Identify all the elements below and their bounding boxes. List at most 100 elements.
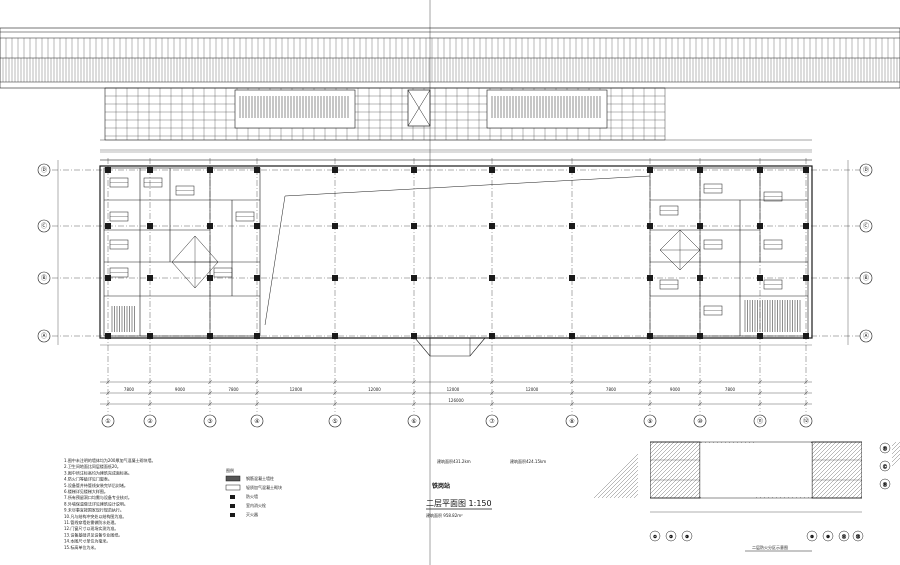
inset-column-bubble-label: ① (653, 534, 657, 539)
inset-column-bubble (665, 530, 677, 542)
inset-column-bubble-label: ⑨ (810, 534, 814, 539)
inset-column-bubble (822, 530, 834, 542)
dimension-label: 12000 (526, 387, 539, 392)
legend-item-label: 钢筋混凝土墙柱 (246, 475, 274, 481)
dimension-tick (569, 401, 575, 407)
inset-hatch-line (605, 441, 663, 499)
dimension-tick (489, 390, 495, 396)
inset-hatch-line (645, 441, 703, 499)
note-line: 13.设备基础详见设备专业图纸。 (64, 531, 122, 537)
column-bubble (643, 414, 657, 428)
dimension-tick (489, 401, 495, 407)
row-bubble-label: Ⓓ (863, 166, 869, 174)
dimension-label: 9000 (175, 387, 186, 392)
right-rooms-block (649, 167, 809, 337)
column (147, 167, 153, 173)
row-bubble (37, 271, 51, 285)
dimension-label: 9000 (670, 387, 681, 392)
dimension-tick (207, 401, 213, 407)
inset-column-bubble-label: ⑪ (842, 533, 846, 539)
legend-item-label: 防火墙 (246, 493, 258, 499)
column (332, 223, 338, 229)
legend-swatch (230, 504, 235, 508)
dimension-tick (207, 379, 213, 385)
column (803, 223, 809, 229)
dimension-tick (332, 390, 338, 396)
column-bubble-label: ⑨ (647, 418, 652, 425)
legend-item-label: 室内消火栓 (246, 502, 266, 508)
column (569, 167, 575, 173)
row-bubble (37, 163, 51, 177)
row-bubble (859, 271, 873, 285)
column (757, 275, 763, 281)
note-line: 10.凡与结构冲突处以结构图为准。 (64, 513, 126, 519)
column (411, 275, 417, 281)
column (411, 167, 417, 173)
row-bubble-label: Ⓑ (863, 274, 869, 282)
dimension-tick (757, 390, 763, 396)
column (411, 333, 417, 339)
note-line: 3.图中所注标高均为建筑完成面标高。 (64, 469, 132, 475)
column (569, 223, 575, 229)
legend-swatch (230, 513, 235, 517)
column-bubble (565, 414, 579, 428)
dimension-tick (332, 379, 338, 385)
inset-row-bubble (879, 460, 891, 472)
inset-hatch-line (803, 441, 861, 499)
general-notes: 1.图中未注明的墙体均为200厚加气混凝土砌块墙。2.卫生间地面比同层楼面低20… (64, 457, 155, 550)
legend-item-label: 灭火器 (246, 512, 258, 517)
dimension-tick (105, 379, 111, 385)
inset-hatch-line (625, 441, 683, 499)
column (105, 275, 111, 281)
platform-lattice (104, 87, 666, 141)
column (105, 167, 111, 173)
note-line: 9.未尽事宜按国家现行规范执行。 (64, 507, 124, 513)
legend-swatch (225, 475, 241, 482)
dimension-tick (647, 390, 653, 396)
column (254, 223, 260, 229)
note-line: 5.设备管井待管线安装完毕后封堵。 (64, 482, 128, 488)
legend-heading: 图例 (226, 467, 234, 473)
note-line: 4.防火门等级详见门窗表。 (64, 476, 112, 482)
inset-column-bubble-label: ③ (685, 534, 689, 539)
dimension-tick (757, 379, 763, 385)
dimension-tick (697, 379, 703, 385)
column (332, 333, 338, 339)
dimension-tick (411, 379, 417, 385)
note-line: 2.卫生间地面比同层楼面低20。 (64, 463, 121, 469)
inset-hatch-mask (700, 443, 812, 497)
note-line: 12.门窗尺寸以现场实测为准。 (64, 525, 118, 531)
row-bubble-label: Ⓓ (41, 166, 47, 174)
column (569, 333, 575, 339)
inset-column-bubble-label: ② (669, 534, 673, 539)
dimension-label: 12000 (447, 387, 460, 392)
dimension-label: 7800 (725, 387, 736, 392)
dimension-label: 7800 (124, 387, 135, 392)
column-bubble-label: ① (105, 418, 110, 425)
row-bubble-label: Ⓐ (41, 332, 47, 340)
column-bubble (799, 414, 813, 428)
dimension-tick (332, 401, 338, 407)
dimension-tick (207, 390, 213, 396)
row-bubble-label: Ⓒ (863, 222, 869, 230)
column-bubble-label: ② (147, 418, 153, 425)
dimension-tick (757, 401, 763, 407)
note-line: 14.本图尺寸单位为毫米。 (64, 538, 110, 544)
column (489, 333, 495, 339)
dimension-lines (57, 149, 849, 407)
column (411, 223, 417, 229)
inset-column-bubble (681, 530, 693, 542)
column-bubble-label: ⑦ (489, 418, 495, 425)
dimension-label: 7800 (606, 387, 617, 392)
row-bubble (859, 219, 873, 233)
column (147, 275, 153, 281)
dimension-tick (569, 379, 575, 385)
column (489, 275, 495, 281)
dimension-tick (411, 401, 417, 407)
note-line: 15.标高单位为米。 (64, 544, 98, 550)
inset-row-bubble-label: Ⓒ (883, 463, 887, 469)
